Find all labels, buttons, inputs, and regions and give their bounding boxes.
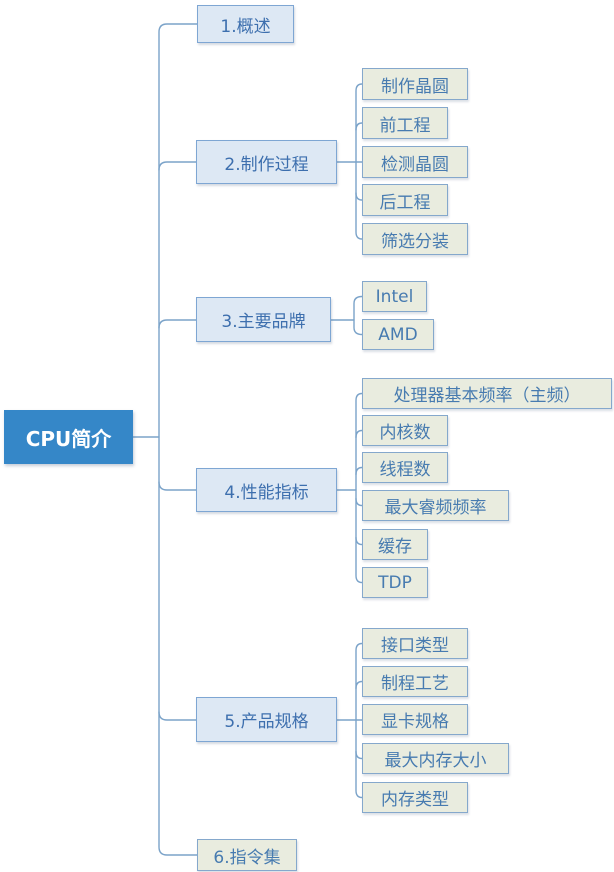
leaf-max-memory-size[interactable]: 最大内存大小 xyxy=(362,743,509,774)
leaf-amd[interactable]: AMD xyxy=(362,319,434,350)
leaf-socket-type[interactable]: 接口类型 xyxy=(362,628,468,659)
leaf-back-end-process[interactable]: 后工程 xyxy=(362,184,448,216)
leaf-thread-count[interactable]: 线程数 xyxy=(362,452,448,483)
leaf-max-turbo-frequency[interactable]: 最大睿频频率 xyxy=(362,490,509,521)
leaf-core-count[interactable]: 内核数 xyxy=(362,415,448,446)
leaf-tdp[interactable]: TDP xyxy=(362,567,428,598)
leaf-memory-type[interactable]: 内存类型 xyxy=(362,782,468,813)
branch-performance-metrics[interactable]: 4.性能指标 xyxy=(196,468,337,512)
leaf-graphics-specs[interactable]: 显卡规格 xyxy=(362,704,468,735)
mindmap-root[interactable]: CPU简介 xyxy=(4,410,133,464)
branch-overview[interactable]: 1.概述 xyxy=(197,5,294,43)
leaf-wafer-fabrication[interactable]: 制作晶圆 xyxy=(362,68,468,100)
leaf-base-frequency[interactable]: 处理器基本频率（主频） xyxy=(362,378,612,409)
leaf-process-node[interactable]: 制程工艺 xyxy=(362,666,468,697)
leaf-binning-packaging[interactable]: 筛选分装 xyxy=(362,223,468,255)
branch-production-process[interactable]: 2.制作过程 xyxy=(196,140,337,184)
branch-product-specs[interactable]: 5.产品规格 xyxy=(196,697,337,742)
leaf-intel[interactable]: Intel xyxy=(362,281,427,312)
leaf-cache[interactable]: 缓存 xyxy=(362,529,428,560)
leaf-front-end-process[interactable]: 前工程 xyxy=(362,107,448,139)
branch-instruction-set[interactable]: 6.指令集 xyxy=(197,839,297,871)
branch-major-brands[interactable]: 3.主要品牌 xyxy=(196,297,331,342)
leaf-wafer-testing[interactable]: 检测晶圆 xyxy=(362,146,468,178)
